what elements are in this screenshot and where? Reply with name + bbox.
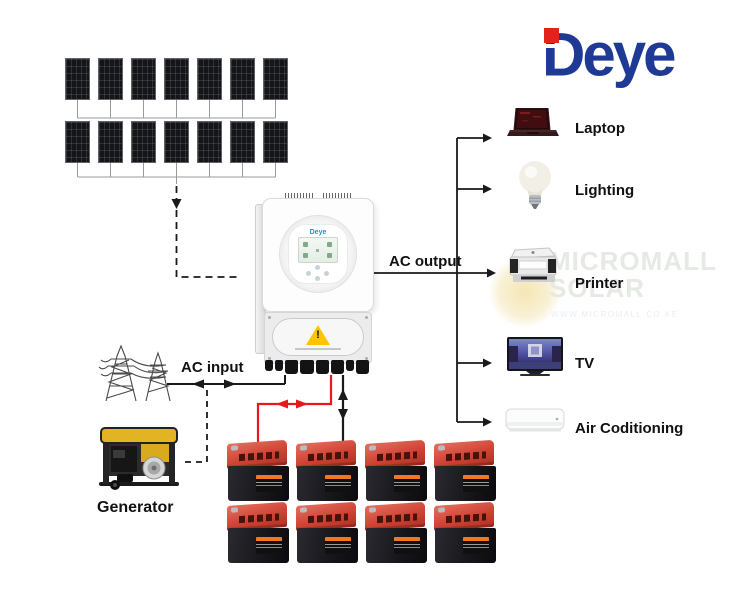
battery-top bbox=[296, 501, 356, 531]
arrow-right-icon bbox=[296, 399, 308, 409]
battery bbox=[365, 501, 427, 563]
deye-logo-red-square bbox=[544, 28, 559, 43]
solar-panel bbox=[263, 121, 288, 163]
solar-panel bbox=[98, 58, 123, 100]
solar-panel bbox=[230, 58, 255, 100]
battery-top bbox=[296, 439, 356, 469]
screw-icon bbox=[365, 357, 368, 360]
inverter-brand-text: Deye bbox=[309, 229, 327, 236]
screw-icon bbox=[268, 316, 271, 319]
appliance-label-tv: TV bbox=[575, 355, 595, 372]
arrow-right-icon bbox=[224, 379, 236, 389]
watermark-text: MICROMALL SOLAR bbox=[549, 248, 717, 302]
appliance-label-air-conditioning: Air Coditioning bbox=[575, 420, 684, 437]
inverter: Deye bbox=[255, 192, 375, 378]
solar-panel bbox=[263, 58, 288, 100]
solar-panel-row bbox=[65, 121, 288, 163]
printer-icon bbox=[505, 246, 561, 291]
arrow-left-icon bbox=[192, 379, 204, 389]
pv-dc-line bbox=[171, 186, 238, 278]
cable-glands bbox=[265, 360, 370, 374]
battery-top bbox=[227, 501, 287, 531]
solar-panel bbox=[98, 121, 123, 163]
arrow-up-icon bbox=[338, 389, 348, 400]
warning-triangle-icon bbox=[306, 325, 330, 345]
battery-body bbox=[366, 466, 427, 501]
pv-bus-lines bbox=[77, 100, 276, 184]
battery-body bbox=[435, 528, 496, 563]
battery-body bbox=[297, 528, 358, 563]
battery-body bbox=[435, 466, 496, 501]
tv-icon bbox=[506, 336, 564, 383]
battery-row bbox=[227, 439, 496, 501]
solar-panel bbox=[230, 121, 255, 163]
solar-panel bbox=[197, 121, 222, 163]
battery-body bbox=[297, 466, 358, 501]
generator-label: Generator bbox=[97, 499, 174, 516]
battery-top bbox=[365, 501, 425, 531]
watermark-line1: MICROMALL bbox=[549, 246, 717, 276]
battery bbox=[365, 439, 427, 501]
arrow-left-icon bbox=[276, 399, 288, 409]
battery-top bbox=[434, 439, 494, 469]
ac-output-wires bbox=[372, 137, 487, 423]
solar-panel bbox=[131, 121, 156, 163]
solar-panel bbox=[197, 58, 222, 100]
battery-top bbox=[227, 439, 287, 469]
battery-top bbox=[365, 439, 425, 469]
laptop-icon bbox=[507, 107, 559, 145]
battery-body bbox=[366, 528, 427, 563]
connection-box-cover bbox=[272, 318, 364, 356]
solar-panel bbox=[65, 58, 90, 100]
battery-row bbox=[227, 501, 496, 563]
battery-body bbox=[228, 528, 289, 563]
inverter-connection-box bbox=[264, 312, 372, 364]
deye-logo-text: Deye bbox=[542, 20, 676, 89]
inverter-screen: Deye bbox=[288, 224, 348, 284]
battery bbox=[227, 439, 289, 501]
solar-panel bbox=[164, 58, 189, 100]
light-bulb-icon bbox=[518, 160, 552, 215]
arrow-down-icon bbox=[171, 199, 182, 209]
generator-dashed-line bbox=[184, 390, 208, 463]
ac-output-arrows bbox=[483, 133, 496, 427]
watermark-line2: SOLAR bbox=[549, 273, 645, 303]
battery bbox=[227, 501, 289, 563]
battery-wire-red bbox=[256, 375, 333, 446]
deye-logo: Deye bbox=[536, 20, 726, 96]
inverter-body: Deye bbox=[262, 198, 374, 312]
screw-icon bbox=[268, 357, 271, 360]
inverter-lcd bbox=[298, 237, 338, 263]
appliance-label-printer: Printer bbox=[575, 275, 624, 292]
ac-input-wire bbox=[167, 375, 286, 389]
solar-panel bbox=[131, 58, 156, 100]
lcd-icons bbox=[303, 242, 308, 247]
inverter-buttons bbox=[306, 265, 330, 282]
grid-towers-icon bbox=[98, 344, 171, 402]
solar-panel-row bbox=[65, 58, 288, 100]
battery-body bbox=[228, 466, 289, 501]
battery-top bbox=[434, 501, 494, 531]
battery bbox=[296, 439, 358, 501]
battery bbox=[434, 439, 496, 501]
deye-logo-gap bbox=[543, 44, 560, 48]
warning-text-line bbox=[295, 348, 341, 350]
solar-panel bbox=[65, 121, 90, 163]
battery-wire-black bbox=[338, 375, 348, 446]
appliance-label-laptop: Laptop bbox=[575, 120, 625, 137]
air-conditioner-icon bbox=[505, 408, 565, 439]
battery bbox=[434, 501, 496, 563]
battery bbox=[296, 501, 358, 563]
screw-icon bbox=[365, 316, 368, 319]
generator-icon bbox=[93, 422, 187, 494]
ac-input-label: AC input bbox=[181, 359, 244, 376]
solar-panel bbox=[164, 121, 189, 163]
ac-output-label: AC output bbox=[389, 253, 462, 270]
appliance-label-lighting: Lighting bbox=[575, 182, 635, 199]
watermark-url: WWW.MICROMALL.CO.KE bbox=[551, 310, 679, 319]
inverter-display: Deye bbox=[279, 215, 357, 293]
arrow-down-icon bbox=[338, 409, 348, 420]
